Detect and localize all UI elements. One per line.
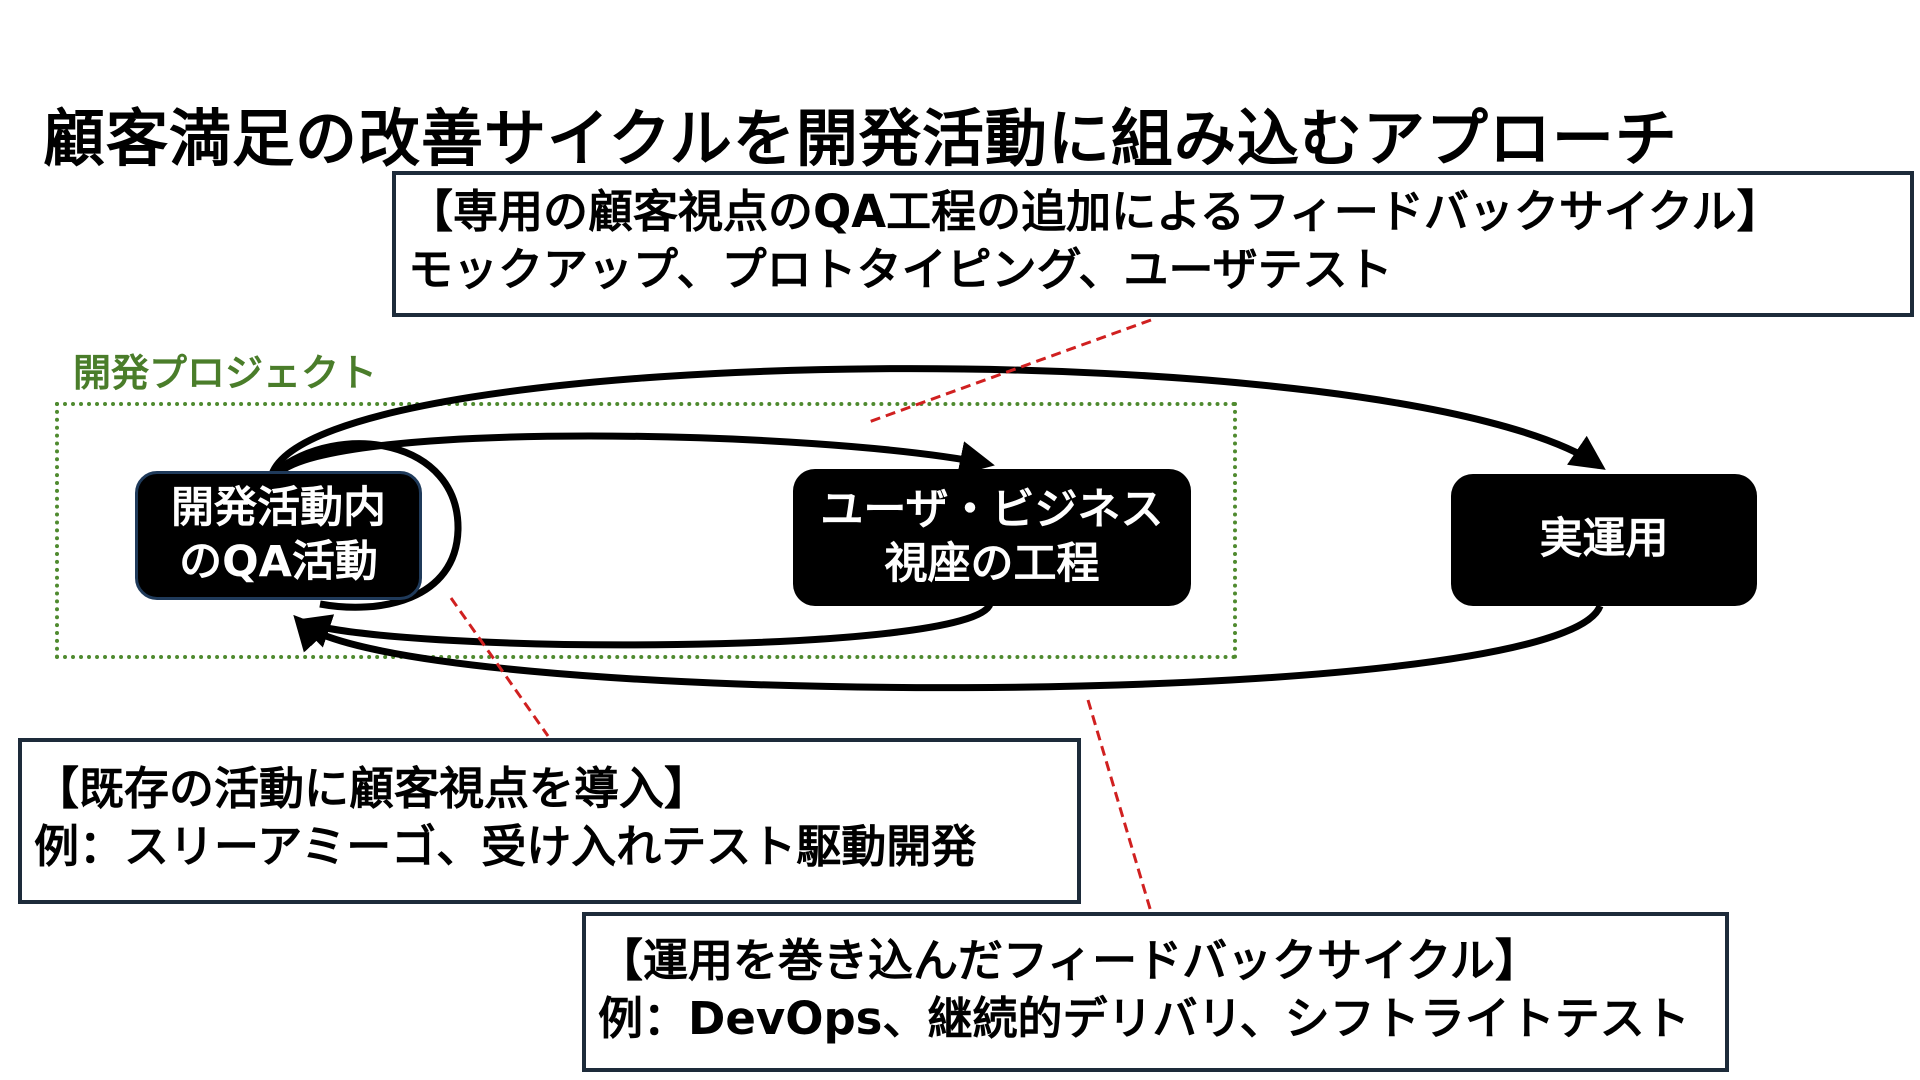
callout-body: 例：スリーアミーゴ、受け入れテスト駆動開発 — [34, 819, 977, 873]
node-label-line2: 視座の工程 — [884, 538, 1100, 589]
node-operation: 実運用 — [1451, 474, 1757, 606]
callout-body: 例：DevOps、継続的デリバリ、シフトライトテスト — [598, 991, 1690, 1045]
node-business-process: ユーザ・ビジネス 視座の工程 — [793, 469, 1191, 606]
node-label-line1: ユーザ・ビジネス — [820, 484, 1164, 535]
callout-heading: 【既存の活動に顧客視点を導入】 — [34, 762, 710, 815]
callout-heading: 【専用の顧客視点のQA工程の追加によるフィードバックサイクル】 — [408, 185, 1782, 238]
page-title: 顧客満足の改善サイクルを開発活動に組み込むアプローチ — [43, 102, 1678, 175]
callout-body: モックアップ、プロトタイピング、ユーザテスト — [408, 242, 1393, 296]
leader-line-operations — [1086, 699, 1153, 913]
node-label-line1: 実運用 — [1539, 514, 1669, 565]
callout-existing-activities: 【既存の活動に顧客視点を導入】 例：スリーアミーゴ、受け入れテスト駆動開発 — [18, 738, 1081, 904]
project-label: 開発プロジェクト — [73, 351, 378, 395]
node-qa-activity: 開発活動内 のQA活動 — [135, 471, 422, 600]
callout-dedicated-qa-process: 【専用の顧客視点のQA工程の追加によるフィードバックサイクル】 モックアップ、プ… — [392, 171, 1914, 317]
node-label-line1: 開発活動内 — [171, 482, 386, 533]
callout-operations-feedback: 【運用を巻き込んだフィードバックサイクル】 例：DevOps、継続的デリバリ、シ… — [582, 912, 1729, 1072]
node-label-line2: のQA活動 — [179, 536, 378, 587]
callout-heading: 【運用を巻き込んだフィードバックサイクル】 — [598, 934, 1540, 987]
